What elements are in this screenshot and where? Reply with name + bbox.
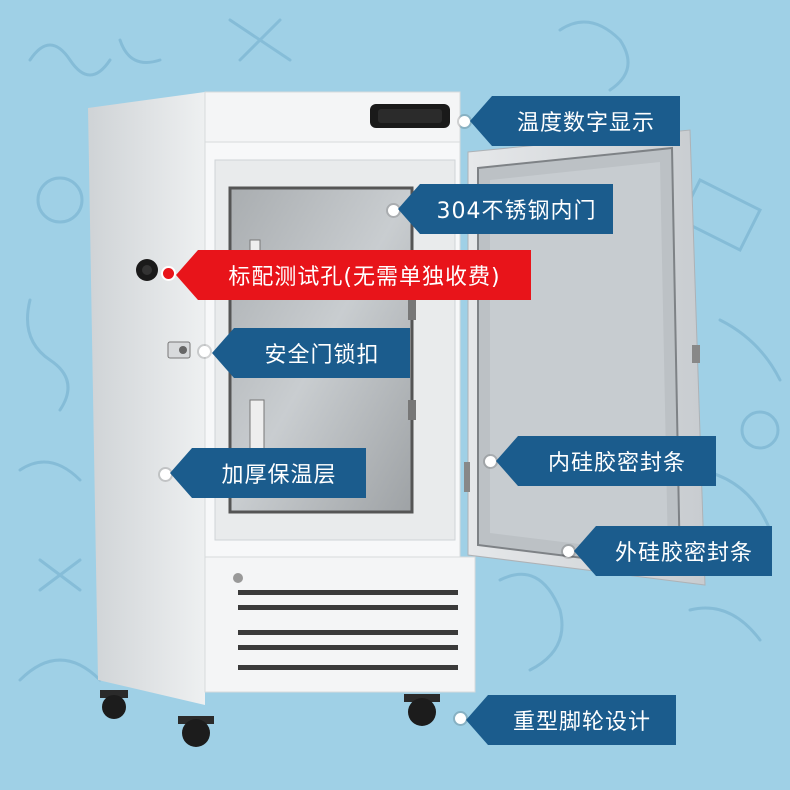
- display-panel-icon: [370, 104, 450, 128]
- outer-seal-pointer: [563, 546, 574, 557]
- callout-insulation: 加厚保温层: [170, 448, 366, 498]
- callout-inner-door: 304不锈钢内门: [398, 184, 613, 234]
- door-lock-pointer: [199, 346, 210, 357]
- insulation-pointer: [160, 469, 171, 480]
- door-lock-icon: [167, 341, 191, 359]
- callout-inner-seal: 内硅胶密封条: [496, 436, 716, 486]
- test-port-icon: [136, 259, 158, 281]
- callout-test-port: 标配测试孔(无需单独收费): [176, 250, 531, 300]
- callout-temperature-display: 温度数字显示: [470, 96, 680, 146]
- inner-door-pointer: [388, 205, 399, 216]
- test-port-pointer: [163, 268, 174, 279]
- caster-wheel-icon: [100, 690, 440, 747]
- callout-outer-seal: 外硅胶密封条: [574, 526, 772, 576]
- casters-pointer: [455, 713, 466, 724]
- callout-casters: 重型脚轮设计: [466, 695, 676, 745]
- inner-seal-pointer: [485, 456, 496, 467]
- temperature-display-pointer: [459, 116, 470, 127]
- callout-door-lock: 安全门锁扣: [212, 328, 410, 378]
